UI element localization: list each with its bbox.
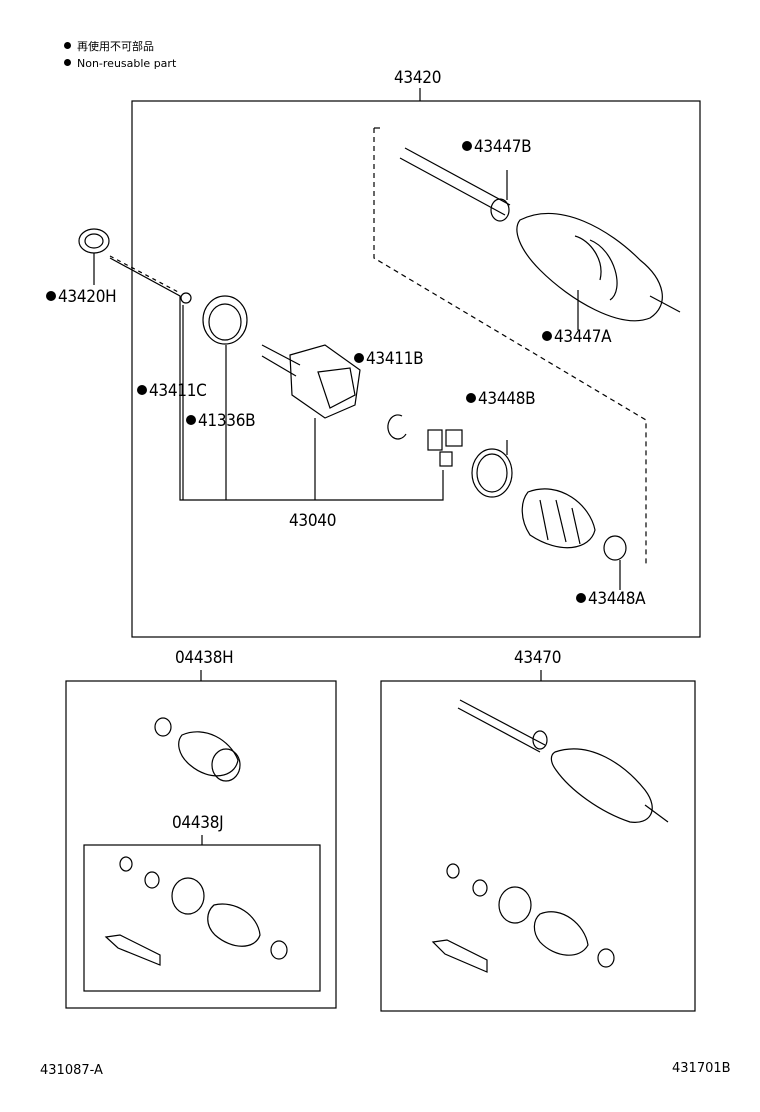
inner-boot [521,488,596,549]
non-reusable-dot-icon [46,291,56,301]
label-43411C: 43411C [137,381,207,401]
label-04438H: 04438H [175,648,234,668]
legend-en-text: Non-reusable part [77,57,177,70]
label-43040: 43040 [289,511,337,531]
legend-en: Non-reusable part [64,57,176,70]
drive-shaft [399,147,681,322]
label-43420H: 43420H [46,287,117,307]
label-41336B: 41336B [186,411,256,431]
clamp-43448B [471,448,513,498]
non-reusable-dot-icon [576,593,586,603]
non-reusable-dot-icon [186,415,196,425]
kit-04438J-frame [83,844,321,992]
label-43470: 43470 [514,648,562,668]
assembly-43470-frame [380,680,696,1012]
legend-jp: 再使用不可部品 [64,40,154,53]
non-reusable-dot-icon [542,331,552,341]
bullet-icon [64,42,71,49]
ring-41336B [202,295,248,345]
label-43448A: 43448A [576,589,646,609]
seal-43420H [78,228,110,254]
assembly-43420-frame [131,100,701,638]
bullet-icon [64,59,71,66]
label-43411B: 43411B [354,349,424,369]
page-code: 431701B [672,1061,731,1076]
illustration-code: 431087-A [40,1063,103,1078]
non-reusable-dot-icon [137,385,147,395]
non-reusable-dot-icon [354,353,364,363]
label-43447A: 43447A [542,327,612,347]
inner-joint-43040 [261,344,361,419]
label-43448B: 43448B [466,389,536,409]
non-reusable-dot-icon [462,141,472,151]
legend-jp-text: 再使用不可部品 [77,40,154,53]
label-04438J: 04438J [172,813,224,833]
non-reusable-dot-icon [466,393,476,403]
clamp-43448A [603,535,627,561]
label-43447B: 43447B [462,137,532,157]
label-43420: 43420 [394,68,442,88]
tripod [427,429,463,467]
